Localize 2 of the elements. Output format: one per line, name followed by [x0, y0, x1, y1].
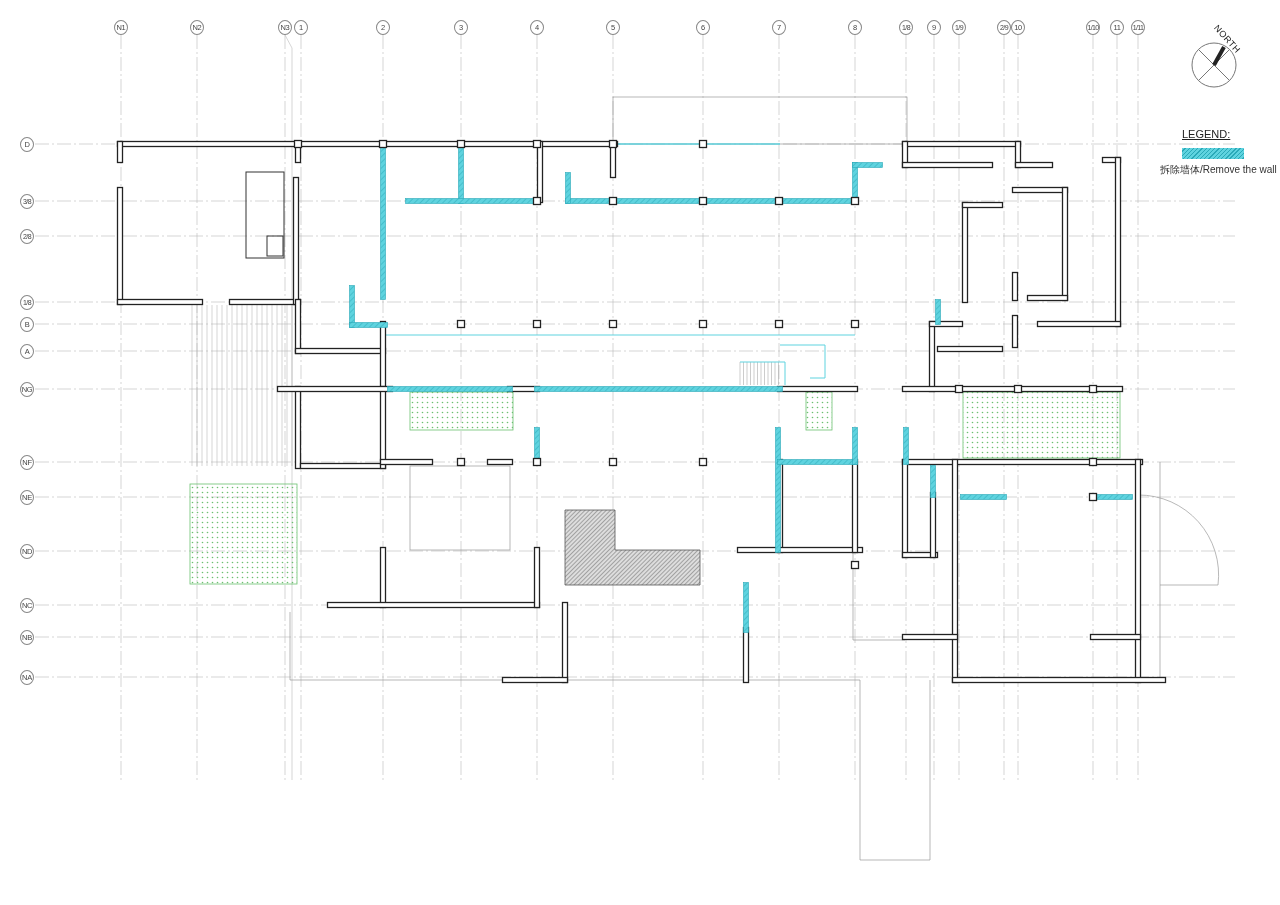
- legend-text: 拆除墙体/Remove the wall: [1160, 164, 1278, 176]
- legend-title: LEGEND:: [1182, 128, 1231, 140]
